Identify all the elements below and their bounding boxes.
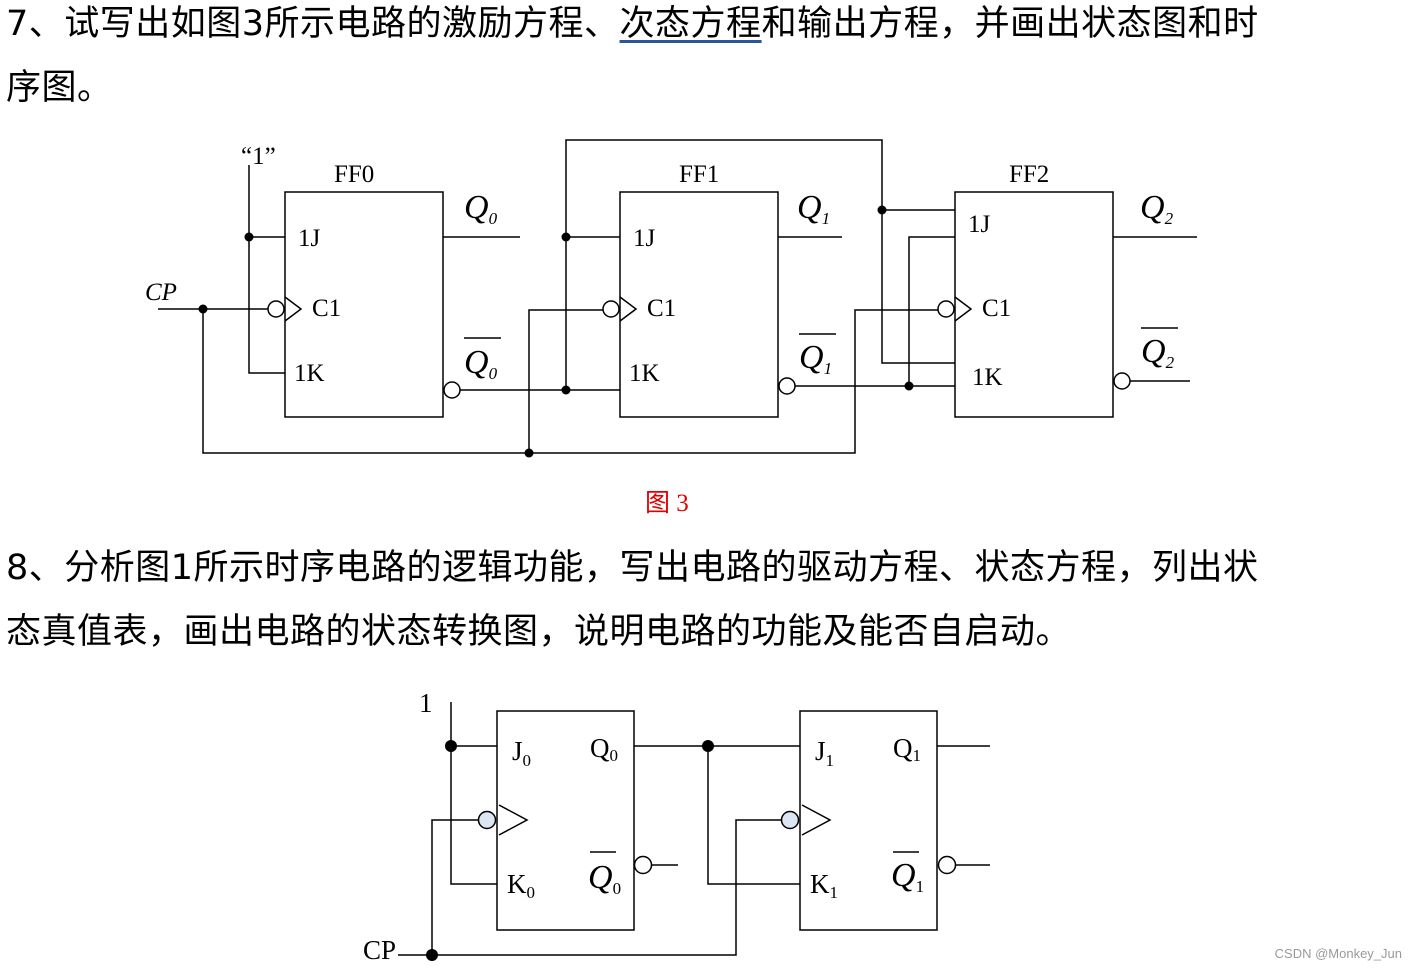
ff1-box	[619, 191, 779, 418]
q7-line1-suffix: 和输出方程，并画出状态图和时	[761, 4, 1259, 44]
question-7-text: 7、试写出如图3所示电路的激励方程、次态方程和输出方程，并画出状态图和时序图。	[6, 0, 1259, 120]
ff1-qbar: Q1	[799, 339, 832, 378]
q7-line1-prefix: 7、试写出如图3所示电路的激励方程、	[6, 4, 620, 44]
ff0-name: FF0	[334, 161, 374, 188]
fig1-const-one: 1	[419, 688, 433, 718]
question-8-text: 8、分析图1所示时序电路的逻辑功能，写出电路的驱动方程、状态方程，列出状态真值表…	[6, 536, 1259, 664]
ff0-k: 1K	[294, 360, 325, 387]
ff2-qbar: Q2	[1141, 333, 1175, 372]
ff0-j: 1J	[298, 225, 321, 252]
fig1-clock-label: CP	[363, 935, 396, 965]
q8-line2: 态真值表，画出电路的状态转换图，说明电路的功能及能否自启动。	[6, 612, 1072, 652]
ff0-box	[284, 191, 444, 418]
fig1-ff0-box	[496, 710, 635, 931]
fig1-ff1-qbar: Q1	[891, 857, 924, 896]
ff2-name: FF2	[1009, 161, 1049, 188]
figure-1-circuit	[398, 702, 990, 956]
fig3-clock-label: CP	[145, 279, 177, 306]
ff2-k: 1K	[972, 364, 1003, 391]
fig1-ff0-k: K0	[507, 869, 535, 902]
ff2-c: C1	[982, 295, 1011, 322]
ff0-c: C1	[312, 295, 341, 322]
ff1-k: 1K	[629, 360, 660, 387]
ff1-c: C1	[647, 295, 676, 322]
q8-line1: 8、分析图1所示时序电路的逻辑功能，写出电路的驱动方程、状态方程，列出状	[6, 548, 1259, 588]
ff1-name: FF1	[679, 161, 719, 188]
fig1-ff1-k: K1	[810, 869, 838, 902]
ff1-j: 1J	[633, 225, 656, 252]
ff2-j: 1J	[968, 211, 991, 238]
fig1-ff0-q: Q0	[590, 733, 618, 765]
q7-line2: 序图。	[6, 68, 113, 108]
fig3-const-one: “1”	[241, 143, 276, 170]
watermark: CSDN @Monkey_Jun	[1274, 946, 1402, 961]
fig1-ff0-qbar: Q0	[588, 859, 621, 898]
fig1-ff1-q: Q1	[893, 733, 921, 765]
ff0-q: Q0	[464, 189, 498, 228]
fig1-ff1-j: J1	[815, 736, 834, 770]
fig1-ff0-j: J0	[512, 736, 531, 770]
ff2-box	[954, 191, 1114, 418]
ff0-qbar: Q0	[464, 344, 498, 383]
fig1-ff1-box	[799, 710, 938, 931]
ff2-q: Q2	[1140, 189, 1174, 228]
q7-underlined-term[interactable]: 次态方程	[619, 4, 762, 44]
figure-3-caption: 图 3	[645, 490, 689, 517]
ff1-q: Q1	[797, 189, 830, 228]
